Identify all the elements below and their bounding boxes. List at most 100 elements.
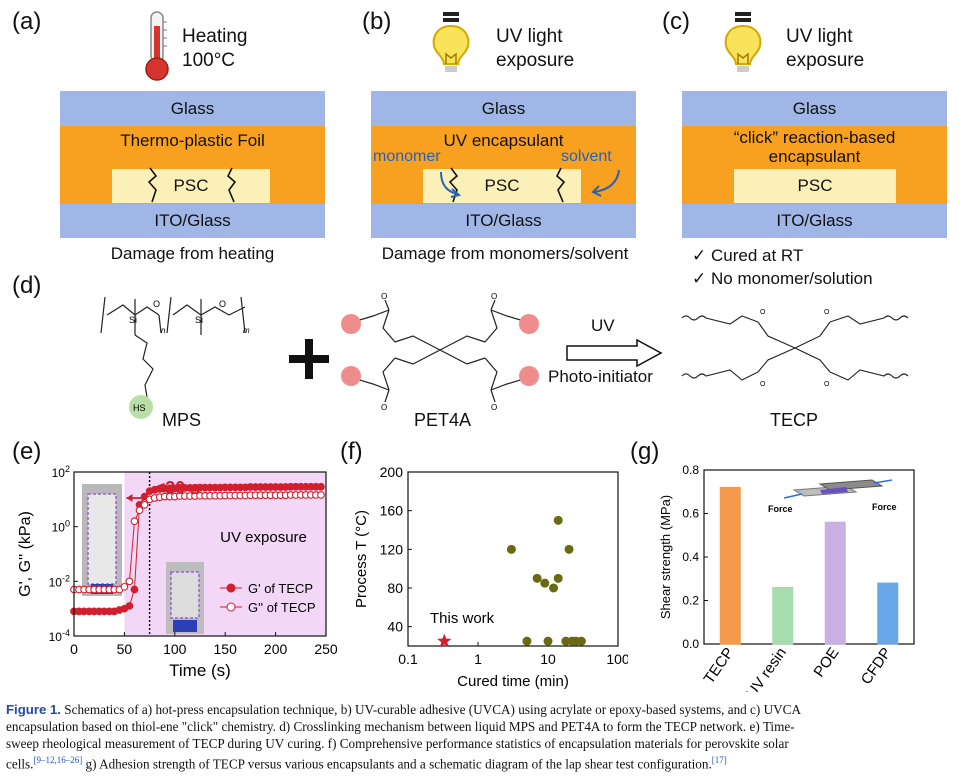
data-point <box>540 578 550 588</box>
svg-text:O: O <box>491 403 497 412</box>
psc-layer: PSC <box>734 169 896 203</box>
light-bulb-icon <box>432 12 470 72</box>
data-point <box>522 636 532 646</box>
vial-solid <box>170 571 200 619</box>
y-axis-label: Shear strength (MPa) <box>658 495 673 619</box>
ito-glass-layer: ITO/Glass <box>682 204 947 238</box>
x-tick-label: TECP <box>701 645 738 688</box>
data-point <box>125 577 134 586</box>
svg-text:O: O <box>760 309 766 316</box>
legend-marker <box>226 583 236 593</box>
legend-marker <box>226 602 236 612</box>
svg-text:O: O <box>153 299 160 309</box>
y-tick-label: 100 <box>52 519 70 535</box>
crack-icon <box>227 167 237 203</box>
y-tick-label: 80 <box>387 580 403 596</box>
y-tick-label: 40 <box>387 619 403 635</box>
adhesive-layer <box>820 487 848 494</box>
y-tick-label: 200 <box>380 464 404 480</box>
data-point <box>576 636 586 646</box>
panel-f-label: (f) <box>340 438 363 465</box>
data-point <box>130 585 139 594</box>
bar <box>824 521 846 645</box>
y-tick-label: 0.8 <box>682 463 699 477</box>
data-point <box>532 573 542 583</box>
data-point <box>506 544 516 554</box>
ito-glass-layer: ITO/Glass <box>60 204 325 238</box>
y-tick-label: 160 <box>380 503 404 519</box>
thermometer-icon <box>145 11 169 81</box>
glass-layer: Glass <box>60 91 325 126</box>
y-tick-label: 0.6 <box>682 507 699 521</box>
data-point <box>553 515 563 525</box>
arrow-icon <box>440 171 462 198</box>
svg-text:O: O <box>491 292 497 301</box>
data-point <box>543 636 553 646</box>
legend-label: G' of TECP <box>248 581 313 596</box>
this-work-star <box>437 633 452 648</box>
svg-text:Si: Si <box>129 315 137 325</box>
data-point <box>317 482 325 491</box>
data-point <box>553 573 563 583</box>
y-axis-label: Process T (°C) <box>353 510 370 608</box>
light-bulb-icon <box>724 12 762 72</box>
ito-glass-layer: ITO/Glass <box>371 204 636 238</box>
x-tick-label: 200 <box>264 641 288 657</box>
panel-c-label: (c) <box>662 8 690 35</box>
glass-layer: Glass <box>682 91 947 126</box>
svg-text:O: O <box>824 309 830 316</box>
panel-b-caption: Damage from monomers/solvent <box>381 244 629 263</box>
panel-a-label: (a) <box>12 8 42 35</box>
pet4a-label: PET4A <box>414 410 472 430</box>
bar <box>877 582 899 645</box>
uv-arrow-bottom-label: Photo-initiator <box>548 367 653 386</box>
psc-layer: PSC <box>112 169 270 203</box>
reaction-arrow-icon <box>566 338 663 368</box>
bar <box>719 486 741 645</box>
data-point <box>564 544 574 554</box>
this-work-label: This work <box>430 610 495 627</box>
y-tick-label: 10-2 <box>49 573 70 589</box>
x-axis-label: Cured time (min) <box>457 673 569 690</box>
panel-c-checklist: ✓ Cured at RT ✓ No monomer/solution <box>692 246 873 288</box>
panel-b-stack: Glass UV encapsulant monomer solvent PSC… <box>371 91 636 238</box>
x-axis-label: Time (s) <box>169 661 231 680</box>
vial-cap <box>173 620 197 632</box>
panel-d-label: (d) <box>12 272 42 299</box>
y-tick-label: 10-4 <box>49 628 70 644</box>
uv-encapsulant-layer: UV encapsulant monomer solvent PSC <box>371 126 636 204</box>
force-label: Force <box>872 502 897 512</box>
panel-a-stack: Glass Thermo-plastic Foil PSC ITO/Glass <box>60 91 325 238</box>
force-label: Force <box>768 504 793 514</box>
arrow-icon <box>591 169 620 197</box>
y-tick-label: 0.2 <box>682 594 699 608</box>
x-tick-label: POE <box>810 645 842 681</box>
check-icon: ✓ <box>692 269 707 288</box>
x-tick-label: 0.1 <box>398 651 418 667</box>
x-tick-label: 150 <box>214 641 238 657</box>
svg-text:O: O <box>219 299 226 309</box>
svg-text:HS: HS <box>133 403 146 413</box>
svg-text:O: O <box>824 381 830 388</box>
x-tick-label: CFDP <box>858 645 895 688</box>
glass-layer: Glass <box>371 91 636 126</box>
mps-label: MPS <box>162 410 202 430</box>
panel-g-label: (g) <box>630 438 660 465</box>
panel-e-label: (e) <box>12 438 42 465</box>
panel-b-label: (b) <box>362 8 392 35</box>
mps-structure: Si O n Si O m HS <box>100 296 250 419</box>
panel-a-caption: Damage from heating <box>110 244 275 263</box>
x-tick-label: 100 <box>163 641 187 657</box>
x-tick-label: 50 <box>117 641 133 657</box>
x-tick-label: 0 <box>70 641 78 657</box>
psc-layer: PSC <box>423 169 581 203</box>
force-arrow <box>873 479 893 484</box>
